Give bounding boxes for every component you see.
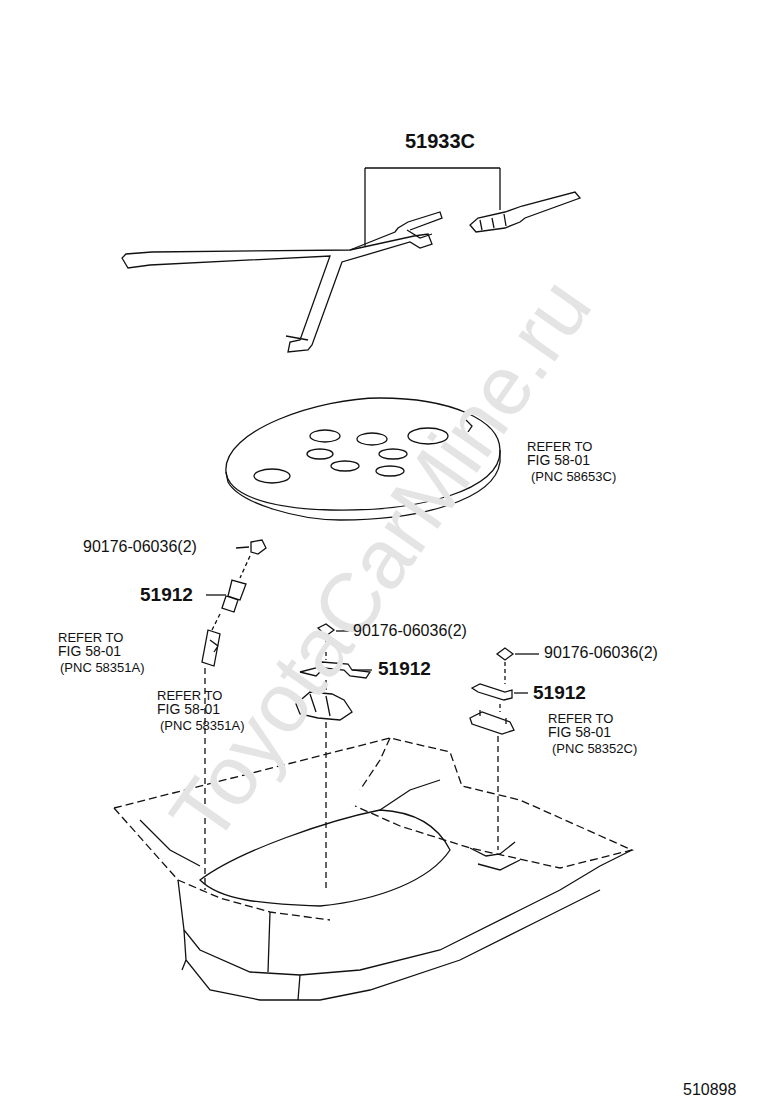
reference-note: REFER TO (527, 440, 592, 453)
reference-note: REFER TO (58, 631, 123, 644)
reference-note: FIG 58-01 (58, 644, 121, 658)
reference-note: (PNC 58351A) (60, 661, 145, 674)
part-number: 90176-06036(2) (83, 539, 197, 555)
figure-number: 510898 (683, 1082, 736, 1098)
part-number: 51912 (533, 683, 586, 702)
reference-note: REFER TO (548, 712, 613, 725)
reference-note: (PNC 58352C) (552, 742, 637, 755)
part-number: 90176-06036(2) (544, 645, 658, 661)
watermark: ToyotaCarMine.ru (155, 264, 604, 855)
reference-note: (PNC 58653C) (531, 470, 616, 483)
part-number: 51933C (405, 131, 475, 151)
reference-note: (PNC 58351A) (160, 719, 245, 732)
part-number: 51912 (378, 659, 431, 678)
reference-note: FIG 58-01 (157, 702, 220, 716)
right-bracket-parts (470, 648, 539, 850)
reference-note: FIG 58-01 (527, 453, 590, 467)
reference-note: REFER TO (157, 689, 222, 702)
reference-note: FIG 58-01 (548, 725, 611, 739)
part-number: 51912 (140, 585, 193, 604)
part-number: 90176-06036(2) (353, 623, 467, 639)
